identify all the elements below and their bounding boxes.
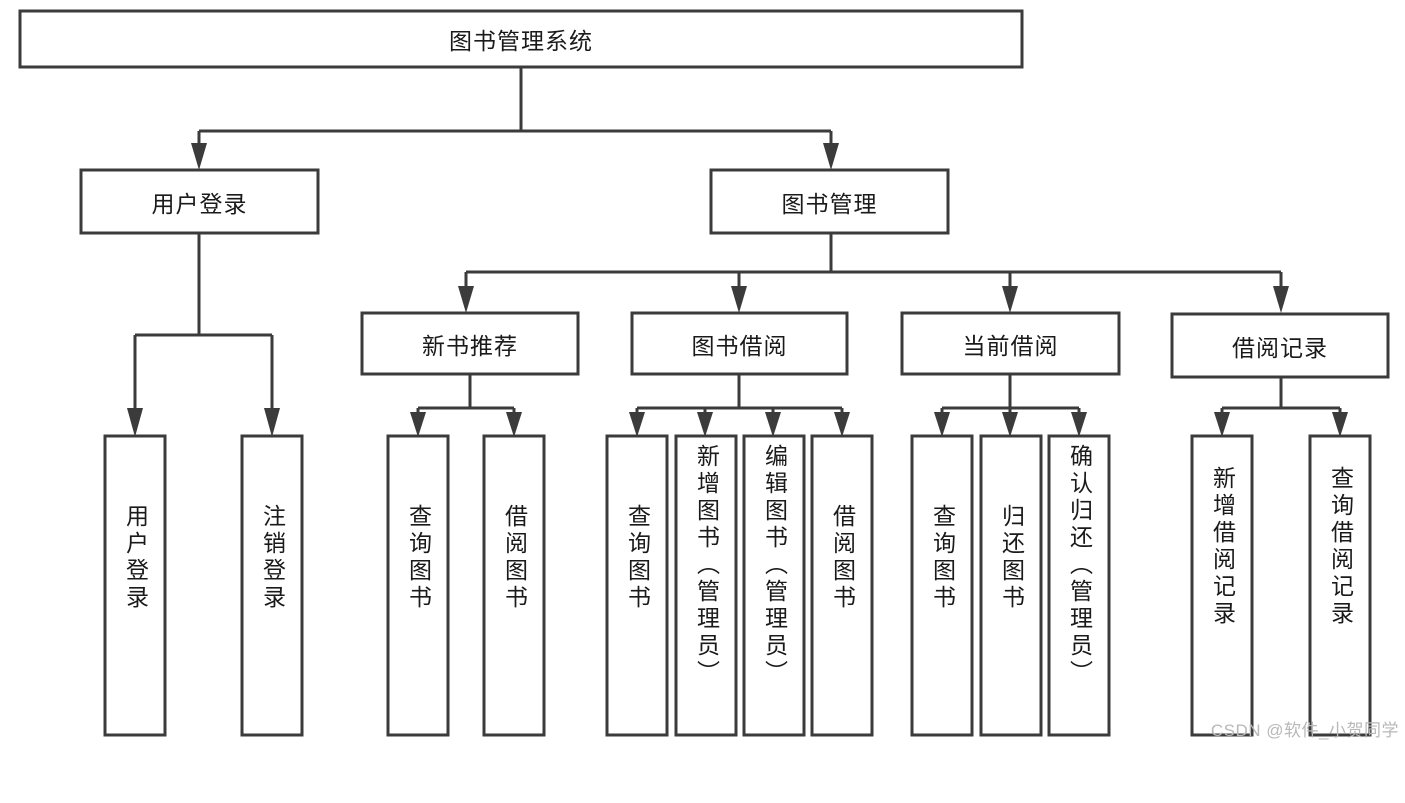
arrow-head-leaf-logout <box>264 408 280 437</box>
arrow-head-user-login <box>191 143 207 170</box>
node-leaf-confirm-return[interactable] <box>1047 434 1111 737</box>
arrow-head-book-management <box>823 143 839 170</box>
arrow-head-leaf-user-login <box>127 408 143 437</box>
arrow-head-leaf-edit-book <box>765 412 781 437</box>
node-leaf-query-book-1[interactable] <box>386 434 450 737</box>
node-leaf-user-login[interactable] <box>103 434 167 737</box>
node-leaf-query-record[interactable] <box>1308 434 1372 737</box>
node-leaf-borrow-book-1[interactable] <box>482 434 546 737</box>
node-leaf-add-record[interactable] <box>1190 434 1254 737</box>
node-user-login[interactable] <box>79 168 320 235</box>
node-book-management[interactable] <box>709 168 950 235</box>
arrow-head-leaf-query-book-2 <box>629 412 645 437</box>
node-leaf-borrow-book-2[interactable] <box>810 434 874 737</box>
csdn-watermark: CSDN @软件_小贺同学 <box>1210 721 1399 740</box>
arrow-head-current-borrow <box>1002 286 1018 313</box>
node-leaf-query-book-3[interactable] <box>910 434 974 737</box>
node-book-borrow[interactable] <box>630 311 849 376</box>
node-leaf-edit-book[interactable] <box>742 434 806 737</box>
node-root[interactable] <box>18 9 1024 69</box>
connector-group <box>127 67 1348 437</box>
diagram-canvas-root: 图书管理系统 用户登录 图书管理 新书推荐 图书借阅 当前借阅 借阅记录 用户登… <box>18 9 1399 740</box>
arrow-head-leaf-add-book <box>697 412 713 437</box>
node-borrow-record[interactable] <box>1170 312 1390 379</box>
arrow-head-leaf-query-book-3 <box>934 412 950 437</box>
arrow-head-leaf-confirm-return <box>1071 412 1087 437</box>
node-leaf-query-book-2[interactable] <box>605 434 669 737</box>
arrow-head-book-borrow <box>731 286 747 313</box>
node-leaf-logout[interactable] <box>240 434 304 737</box>
arrow-head-leaf-query-book-1 <box>410 412 426 437</box>
node-leaf-return-book[interactable] <box>979 434 1043 737</box>
node-box-group <box>18 9 1390 737</box>
node-new-book-recommend[interactable] <box>360 311 580 376</box>
flowchart-svg <box>18 9 1390 737</box>
node-current-borrow[interactable] <box>900 311 1121 376</box>
arrow-head-leaf-borrow-book-1 <box>506 412 522 437</box>
arrow-head-leaf-return-book <box>1002 412 1018 437</box>
arrow-head-borrow-record <box>1273 286 1289 313</box>
node-leaf-add-book[interactable] <box>674 434 738 737</box>
arrow-head-leaf-add-record <box>1214 412 1230 437</box>
arrow-head-new-book-recommend <box>458 286 474 313</box>
arrow-head-leaf-query-record <box>1332 412 1348 437</box>
arrow-head-leaf-borrow-book-2 <box>834 412 850 437</box>
